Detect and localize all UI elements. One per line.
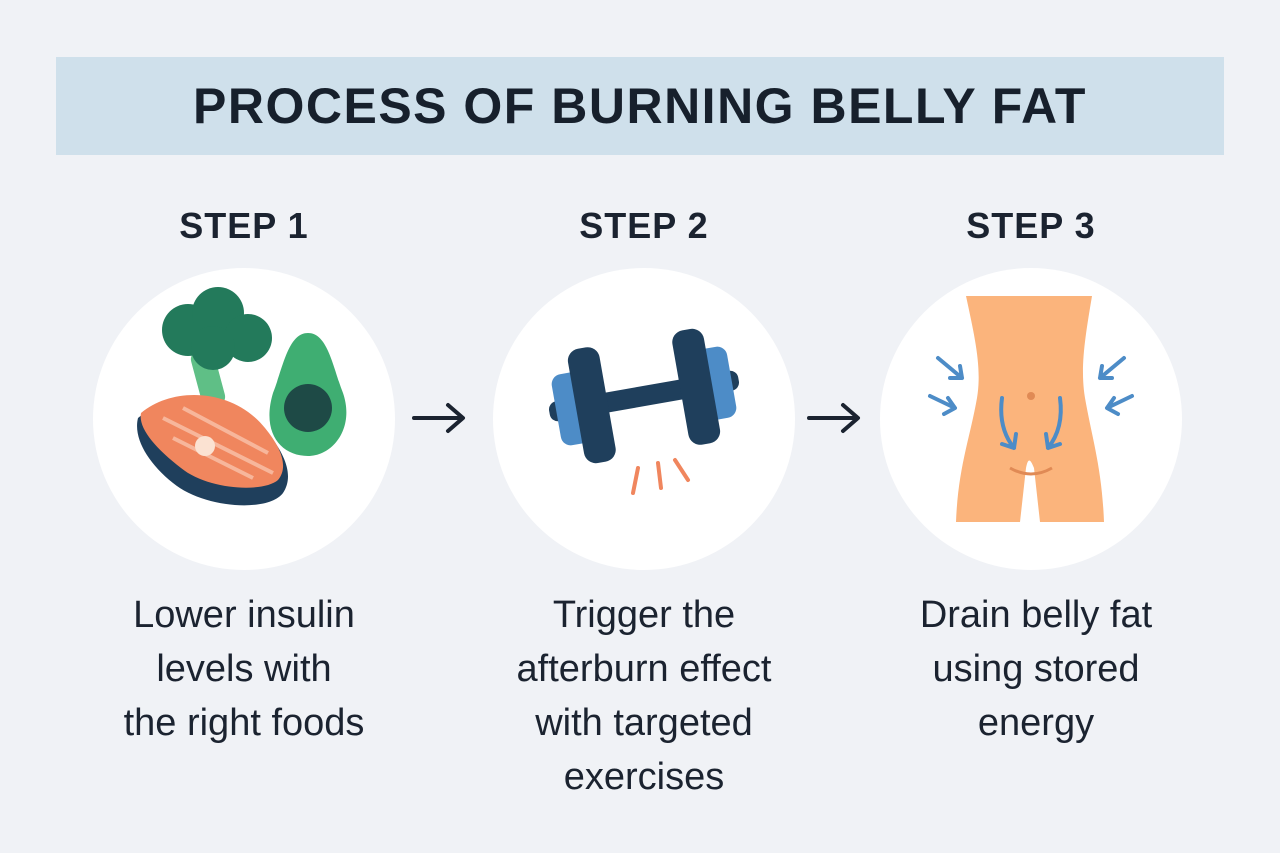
title-banner: PROCESS OF BURNING BELLY FAT: [56, 57, 1224, 155]
step-1-description: Lower insulin levels with the right food…: [64, 588, 424, 750]
step-3-circle: [880, 268, 1182, 570]
step-1-circle: [93, 268, 395, 570]
step-1-label: STEP 1: [179, 205, 309, 246]
healthy-foods-icon: [137, 287, 347, 506]
step-2-circle: [493, 268, 795, 570]
description-line: afterburn effect: [516, 648, 772, 690]
description-line: with targeted: [535, 702, 753, 744]
description-line: Trigger the: [552, 594, 736, 636]
step-2-label: STEP 2: [579, 205, 709, 246]
description-line: the right foods: [123, 702, 365, 744]
description-line: Drain belly fat: [919, 594, 1153, 636]
arrow-right-icon: [412, 403, 465, 433]
description-line: levels with: [156, 648, 332, 690]
step-2-description: Trigger the afterburn effect with target…: [464, 588, 824, 804]
page-title: PROCESS OF BURNING BELLY FAT: [193, 78, 1087, 134]
step-3-label: STEP 3: [966, 205, 1096, 246]
arrow-right-icon: [807, 403, 860, 433]
dumbbell-icon: [548, 328, 740, 495]
description-line: exercises: [563, 756, 725, 798]
step-3-description: Drain belly fat using stored energy: [856, 588, 1216, 750]
description-line: using stored: [932, 648, 1140, 690]
description-line: Lower insulin: [133, 594, 355, 636]
description-line: energy: [977, 702, 1095, 744]
belly-icon: [928, 296, 1134, 522]
